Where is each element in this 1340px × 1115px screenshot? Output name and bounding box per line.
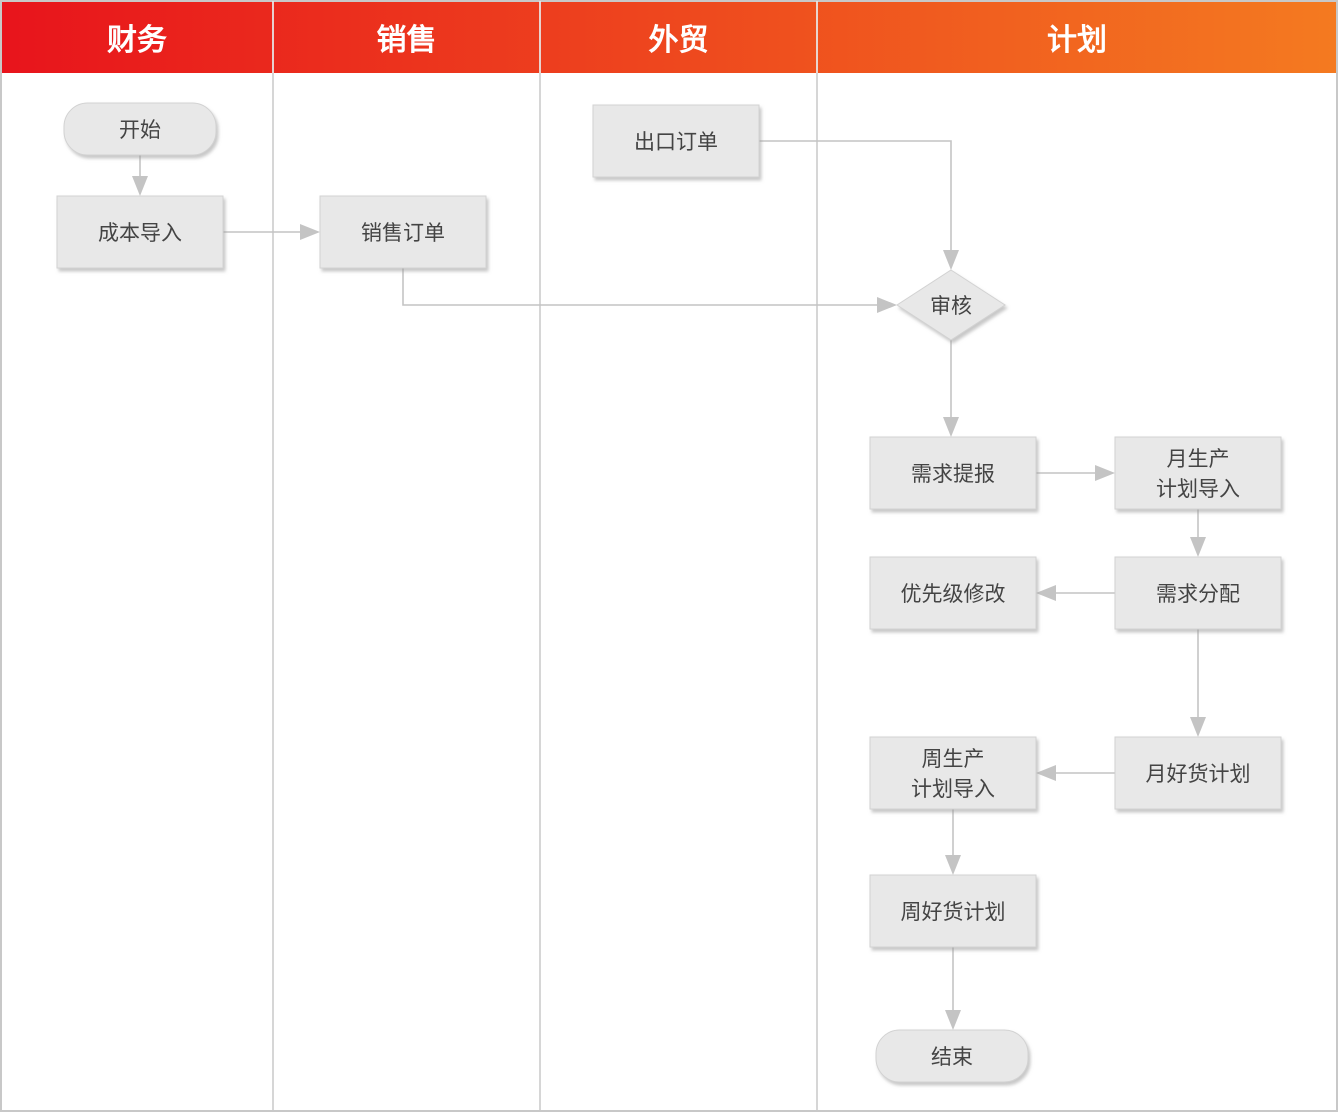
edge-line (402, 268, 877, 306)
node-label: 出口订单 (634, 130, 718, 154)
node-label: 计划导入 (1156, 477, 1240, 501)
edge-arrowhead (943, 250, 959, 270)
process-shape (1114, 736, 1282, 810)
process-shape (1114, 436, 1282, 510)
process-shape (319, 195, 487, 269)
edge-export-order-to-review (759, 140, 959, 270)
edge-arrowhead (1036, 765, 1056, 781)
lane-header-band (1, 1, 1337, 73)
edge-line (759, 140, 952, 250)
edge-arrowhead (943, 417, 959, 437)
lane-title-sales: 销售 (377, 23, 437, 58)
lane-title-plan: 计划 (1047, 23, 1107, 58)
node-label: 成本导入 (98, 221, 182, 245)
node-review: 审核 (896, 269, 1006, 341)
edge-arrowhead (877, 297, 897, 313)
edge-arrowhead (1036, 585, 1056, 601)
node-weekly-goods-plan: 周好货计划 (869, 874, 1037, 948)
terminal-shape (63, 102, 217, 156)
node-label: 需求提报 (911, 462, 995, 486)
edge-arrowhead (1190, 717, 1206, 737)
edge-review-to-demand-report (943, 340, 959, 437)
node-label: 月好货计划 (1146, 762, 1251, 786)
node-label: 周好货计划 (901, 900, 1006, 924)
node-label: 优先级修改 (901, 582, 1006, 606)
node-demand-report: 需求提报 (869, 436, 1037, 510)
edge-weekly-plan-import-to-weekly-goods-plan (945, 809, 961, 875)
lane-titles: 财务 销售 外贸 计划 (107, 23, 1107, 58)
terminal-shape (875, 1029, 1029, 1083)
process-shape (869, 736, 1037, 810)
edge-arrowhead (945, 855, 961, 875)
flow-nodes: 开始成本导入销售订单出口订单审核需求提报月生产计划导入需求分配优先级修改月好货计… (56, 102, 1282, 1083)
edge-arrowhead (1095, 465, 1115, 481)
edge-sales-order-to-review (402, 268, 897, 313)
process-shape (869, 874, 1037, 948)
edge-cost-import-to-sales-order (223, 224, 320, 240)
edge-demand-allocation-to-priority-modify (1036, 585, 1115, 601)
lane-title-trade: 外贸 (649, 23, 709, 58)
node-label: 审核 (930, 294, 972, 318)
process-shape (869, 556, 1037, 630)
edge-arrowhead (132, 176, 148, 196)
node-label: 月生产 (1167, 447, 1230, 471)
node-label: 销售订单 (361, 221, 445, 245)
edge-arrowhead (300, 224, 320, 240)
edge-weekly-goods-plan-to-end (945, 947, 961, 1030)
edge-monthly-goods-plan-to-weekly-plan-import (1036, 765, 1115, 781)
node-label: 结束 (931, 1045, 973, 1069)
node-end: 结束 (875, 1029, 1029, 1083)
node-monthly-goods-plan: 月好货计划 (1114, 736, 1282, 810)
edge-monthly-plan-import-to-demand-allocation (1190, 509, 1206, 557)
node-label: 计划导入 (911, 777, 995, 801)
node-sales-order: 销售订单 (319, 195, 487, 269)
lane-title-finance: 财务 (107, 23, 167, 58)
edge-demand-allocation-to-monthly-goods-plan (1190, 629, 1206, 737)
edge-arrowhead (1190, 537, 1206, 557)
decision-shape (896, 269, 1006, 341)
edge-arrowhead (945, 1010, 961, 1030)
node-label: 开始 (119, 118, 161, 142)
node-label: 周生产 (922, 747, 985, 771)
node-cost-import: 成本导入 (56, 195, 224, 269)
process-shape (56, 195, 224, 269)
edge-start-to-cost-import (132, 155, 148, 196)
process-shape (1114, 556, 1282, 630)
node-priority-modify: 优先级修改 (869, 556, 1037, 630)
edge-demand-report-to-monthly-plan-import (1036, 465, 1115, 481)
process-shape (869, 436, 1037, 510)
node-label: 需求分配 (1156, 582, 1240, 606)
flow-edges (132, 140, 1206, 1030)
node-export-order: 出口订单 (592, 104, 760, 178)
node-start: 开始 (63, 102, 217, 156)
process-shape (592, 104, 760, 178)
node-demand-allocation: 需求分配 (1114, 556, 1282, 630)
